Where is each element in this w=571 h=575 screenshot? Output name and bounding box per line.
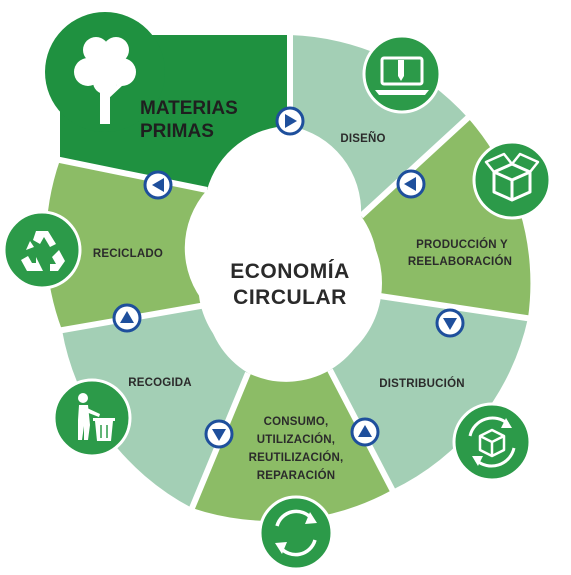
label-produccion-line-1: PRODUCCIÓN Y [416,238,508,251]
segment-consumo [192,370,392,521]
flow-arrow-distribucion-to-consumo [350,417,380,447]
tree-icon [45,12,165,132]
box-icon [472,140,552,220]
label-distribucion: DISTRIBUCIÓN [379,377,464,390]
flow-arrow-materias-to-diseno [275,106,305,136]
flow-arrow-consumo-to-recogida [204,419,234,449]
center-title-line-1: ECONOMÍA [230,260,350,283]
label-recogida: RECOGIDA [128,377,192,389]
segment-recogida [62,305,248,508]
label-consumo-line-4: REPARACIÓN [257,469,335,482]
center-title-line-2: CIRCULAR [233,286,347,309]
segment-distribucion [330,295,528,490]
label-reciclado: RECICLADO [93,248,163,260]
cycle-box-icon [452,402,532,482]
flow-arrow-recogida-to-reciclado [112,303,142,333]
label-materias-primas-line-1: MATERIAS [140,98,238,119]
recycle-arrows-icon [258,495,334,571]
segment-reciclado [46,160,207,330]
flow-arrow-produccion-to-distribucion [435,308,465,338]
label-diseno: DISEÑO [340,132,385,145]
label-consumo-line-3: REUTILIZACIÓN, [249,451,344,464]
center-circle [198,191,382,375]
flow-arrow-reciclado-to-materias [143,170,173,200]
flow-arrow-diseno-to-produccion [396,169,426,199]
label-produccion-line-2: REELABORACIÓN [408,255,512,268]
label-consumo-line-1: CONSUMO, [264,416,329,428]
label-materias-primas-line-2: PRIMAS [140,121,214,142]
label-consumo-line-2: UTILIZACIÓN, [257,433,335,446]
trash-person-icon [52,378,132,458]
laptop-pen-icon [362,34,442,114]
recycle-icon [2,210,82,290]
